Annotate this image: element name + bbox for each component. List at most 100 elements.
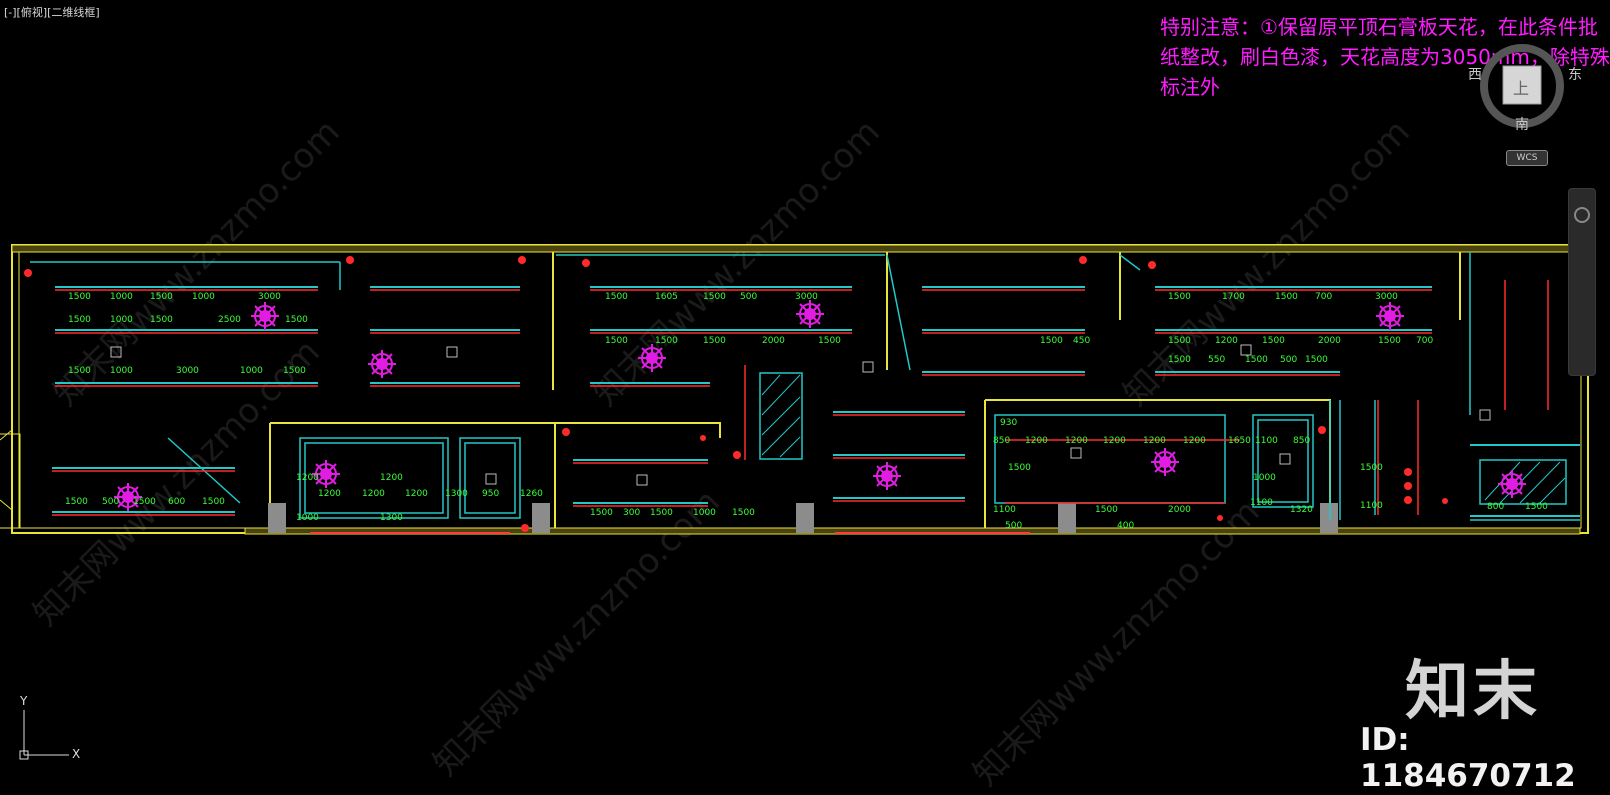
note-line: 标注外 [1160, 75, 1220, 99]
svg-text:1500: 1500 [285, 315, 308, 325]
svg-text:1100: 1100 [1250, 498, 1273, 508]
svg-text:1200: 1200 [380, 473, 403, 483]
svg-text:500: 500 [1280, 355, 1297, 365]
svg-text:1700: 1700 [1222, 292, 1245, 302]
svg-text:1500: 1500 [1275, 292, 1298, 302]
svg-text:1500: 1500 [68, 292, 91, 302]
svg-text:1500: 1500 [68, 315, 91, 325]
svg-text:1500: 1500 [68, 366, 91, 376]
navigation-bar[interactable] [1568, 188, 1596, 376]
svg-text:1650: 1650 [1228, 436, 1251, 446]
svg-text:1500: 1500 [703, 336, 726, 346]
svg-text:1500: 1500 [605, 292, 628, 302]
svg-text:1000: 1000 [110, 315, 133, 325]
svg-text:2500: 2500 [218, 315, 241, 325]
ucs-y-label: Y [20, 694, 28, 708]
outer-wall [0, 244, 1589, 535]
svg-text:1500: 1500 [283, 366, 306, 376]
svg-text:400: 400 [1117, 521, 1134, 531]
svg-text:1260: 1260 [520, 489, 543, 499]
svg-text:1500: 1500 [1360, 463, 1383, 473]
svg-text:1200: 1200 [1103, 436, 1126, 446]
svg-text:1605: 1605 [655, 292, 678, 302]
svg-text:1300: 1300 [445, 489, 468, 499]
svg-text:1100: 1100 [993, 505, 1016, 515]
svg-text:1000: 1000 [693, 508, 716, 518]
floor-plan-drawing[interactable]: 1500 1000 1500 1000 3000 1500 1000 1500 … [0, 0, 1600, 782]
viewcube-east-label[interactable]: 东 [1568, 67, 1582, 83]
svg-text:1200: 1200 [1065, 436, 1088, 446]
viewcube[interactable]: 上 西 东 南 [1468, 44, 1582, 148]
svg-text:1500: 1500 [202, 497, 225, 507]
note-line: 特别注意：①保留原平顶石膏板天花，在此条件批 [1160, 15, 1598, 39]
viewcube-west-label[interactable]: 西 [1468, 67, 1482, 83]
svg-text:1500: 1500 [65, 497, 88, 507]
svg-text:1500: 1500 [1305, 355, 1328, 365]
svg-text:1000: 1000 [240, 366, 263, 376]
svg-text:1200: 1200 [318, 489, 341, 499]
svg-text:1200: 1200 [362, 489, 385, 499]
svg-text:1500: 1500 [703, 292, 726, 302]
svg-text:1500: 1500 [1378, 336, 1401, 346]
chandeliers [114, 300, 1526, 511]
svg-text:2000: 2000 [1318, 336, 1341, 346]
svg-text:3000: 3000 [1375, 292, 1398, 302]
wcs-menu-button[interactable]: WCS [1506, 150, 1548, 166]
svg-text:1200: 1200 [1215, 336, 1238, 346]
svg-text:700: 700 [1315, 292, 1332, 302]
svg-text:1500: 1500 [605, 336, 628, 346]
svg-text:1500: 1500 [1040, 336, 1063, 346]
svg-text:600: 600 [168, 497, 185, 507]
svg-text:950: 950 [482, 489, 499, 499]
viewcube-south-label[interactable]: 南 [1515, 117, 1529, 133]
svg-text:1000: 1000 [192, 292, 215, 302]
svg-text:500: 500 [1005, 521, 1022, 531]
resource-id: ID: 1184670712 [1360, 722, 1576, 794]
svg-text:1100: 1100 [1360, 501, 1383, 511]
svg-text:1300: 1300 [380, 513, 403, 523]
svg-text:1500: 1500 [1245, 355, 1268, 365]
svg-text:1500: 1500 [150, 292, 173, 302]
svg-text:1500: 1500 [655, 336, 678, 346]
svg-text:3000: 3000 [258, 292, 281, 302]
svg-text:1200: 1200 [1025, 436, 1048, 446]
viewcube-ring [1480, 44, 1564, 128]
svg-text:1320: 1320 [1290, 505, 1313, 515]
svg-text:300: 300 [623, 508, 640, 518]
svg-text:550: 550 [1208, 355, 1225, 365]
svg-text:700: 700 [1416, 336, 1433, 346]
svg-text:1500: 1500 [732, 508, 755, 518]
svg-text:1500: 1500 [1168, 355, 1191, 365]
air-diffusers [110, 344, 1491, 486]
svg-text:800: 800 [1487, 502, 1504, 512]
light-tracks [52, 280, 1580, 517]
svg-text:1500: 1500 [818, 336, 841, 346]
svg-text:1500: 1500 [133, 497, 156, 507]
svg-text:500: 500 [740, 292, 757, 302]
brand-logo: 知末 [1405, 655, 1541, 729]
ucs-x-label: X [72, 747, 81, 761]
svg-text:1000: 1000 [296, 513, 319, 523]
dimension-labels: 1500 1000 1500 1000 3000 1500 1000 1500 … [65, 292, 1548, 531]
svg-text:1500: 1500 [1168, 336, 1191, 346]
svg-text:3000: 3000 [176, 366, 199, 376]
svg-text:1000: 1000 [1253, 473, 1276, 483]
viewport-controls-label[interactable]: [-][俯视][二维线框] [4, 6, 100, 19]
svg-text:930: 930 [1000, 418, 1017, 428]
svg-text:3000: 3000 [795, 292, 818, 302]
viewcube-top-face[interactable]: 上 [1513, 79, 1530, 98]
svg-text:1500: 1500 [590, 508, 613, 518]
ucs-icon: Y X [14, 694, 84, 764]
svg-text:1500: 1500 [150, 315, 173, 325]
svg-text:1200: 1200 [1183, 436, 1206, 446]
svg-text:1000: 1000 [110, 366, 133, 376]
steering-wheel-icon[interactable] [1569, 189, 1595, 229]
svg-text:2000: 2000 [1168, 505, 1191, 515]
svg-text:1000: 1000 [110, 292, 133, 302]
svg-text:1500: 1500 [1262, 336, 1285, 346]
svg-text:1500: 1500 [1008, 463, 1031, 473]
svg-text:1500: 1500 [1095, 505, 1118, 515]
svg-text:450: 450 [1073, 336, 1090, 346]
svg-text:500: 500 [102, 497, 119, 507]
svg-text:1500: 1500 [650, 508, 673, 518]
